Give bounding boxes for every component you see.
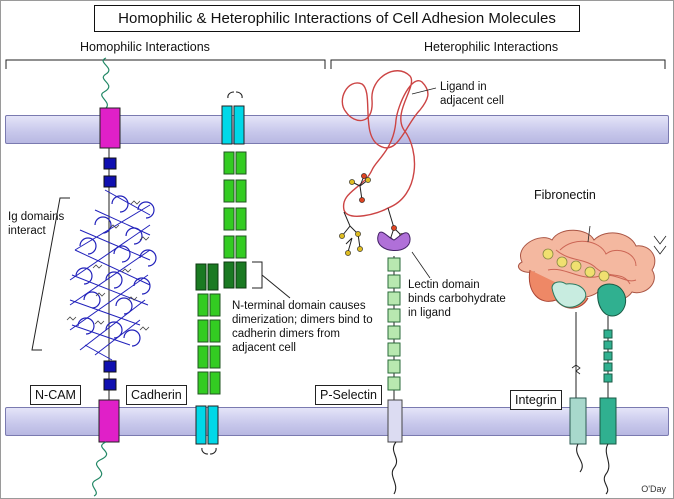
heterophilic-section-label: Heterophilic Interactions — [424, 40, 559, 54]
ncam-upper-fn-domain-1 — [103, 157, 117, 170]
fibronectin-label: Fibronectin — [534, 188, 596, 202]
cadherin-lower-tm-b — [207, 405, 219, 445]
ncam-upper-transmembrane — [99, 107, 121, 149]
ig-label-line-2: interact — [8, 225, 46, 237]
ncam-lower-fn-domain-1 — [103, 360, 117, 373]
homophilic-section-label: Homophilic Interactions — [80, 40, 210, 54]
lectin-domain — [377, 231, 411, 251]
pselectin-molecule — [377, 231, 431, 495]
integrin-alpha-transmembrane — [569, 397, 587, 445]
nterm-label-line-1: N-terminal domain causes — [232, 300, 366, 312]
ncam-molecule — [66, 57, 157, 497]
pselectin-label: P-Selectin — [315, 385, 382, 405]
lectin-label-line-2: binds carbohydrate — [408, 293, 506, 305]
author-credit: O'Day — [641, 484, 666, 494]
ig-label-line-1: Ig domains — [8, 211, 65, 223]
ncam-upper-fn-domain-2 — [103, 175, 117, 188]
cadherin-label: Cadherin — [126, 385, 187, 405]
cadherin-lower-tm-a — [195, 405, 207, 445]
ligand-label-line-1: Ligand in — [440, 81, 487, 93]
cadherin-nterminal-domains — [195, 261, 247, 291]
break-marks — [653, 235, 667, 255]
ncam-ig-loops — [75, 195, 157, 347]
pselectin-tail — [391, 441, 398, 495]
cadherin-upper-tail — [227, 91, 243, 99]
integrin-molecule — [551, 281, 627, 495]
lectin-label-line-1: Lectin domain — [408, 279, 480, 291]
cadherin-lower-tail — [201, 447, 217, 455]
ig-domains-bracket — [31, 197, 70, 351]
ligand-chain — [341, 70, 429, 217]
lectin-label: Lectin domain binds carbohydrate in liga… — [408, 278, 506, 320]
lectin-label-line-3: in ligand — [408, 307, 451, 319]
heterophilic-bracket — [330, 59, 666, 69]
figure-title: Homophilic & Heterophilic Interactions o… — [94, 5, 580, 32]
ncam-lower-transmembrane — [98, 399, 120, 443]
ligand-label-line-2: adjacent cell — [440, 95, 504, 107]
integrin-alpha-head — [551, 281, 587, 308]
ncam-lower-tail — [92, 441, 108, 497]
nterminal-bracket — [252, 261, 291, 299]
cadherin-upper-ec-domains — [223, 151, 247, 259]
homophilic-bracket — [5, 59, 326, 69]
cadherin-upper-tm-b — [233, 105, 245, 145]
ncam-lower-fn-domain-2 — [103, 378, 117, 391]
integrin-label: Integrin — [510, 390, 562, 410]
nterm-label-line-3: cadherin dimers from — [232, 328, 341, 340]
ncam-upper-tail — [101, 57, 110, 109]
ligand-label: Ligand in adjacent cell — [440, 80, 504, 108]
nterm-label-line-2: dimerization; dimers bind to — [232, 314, 373, 326]
integrin-beta-head — [597, 283, 627, 317]
cadherin-upper-tm-a — [221, 105, 233, 145]
cadherin-lower-ec-domains — [197, 293, 221, 395]
ligand-pointer — [411, 87, 437, 95]
integrin-beta-transmembrane — [599, 397, 617, 445]
ig-domains-label: Ig domains interact — [8, 210, 64, 238]
nterm-label-line-4: adjacent cell — [232, 342, 296, 354]
pselectin-transmembrane — [387, 399, 403, 443]
fibronectin-molecule — [518, 225, 656, 309]
lectin-pointer — [411, 251, 431, 279]
nterminal-label: N-terminal domain causes dimerization; d… — [232, 299, 373, 355]
ncam-disulfide-marks — [66, 200, 150, 331]
ncam-label: N-CAM — [30, 385, 81, 405]
ncam-ig-lattice — [69, 189, 151, 361]
cadherin-molecule — [195, 91, 247, 455]
integrin-beta-repeats — [603, 329, 613, 383]
pselectin-repeats — [387, 257, 401, 391]
